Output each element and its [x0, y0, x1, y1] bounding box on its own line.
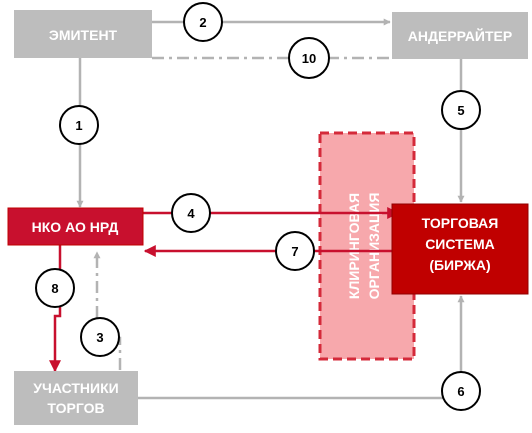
step-circle-4: 4 — [171, 193, 211, 233]
issuer-label: ЭМИТЕНТ — [49, 27, 118, 43]
underwriter-box — [392, 12, 528, 59]
issuer-box — [14, 10, 152, 58]
step-circle-3: 3 — [80, 317, 120, 357]
step-number-8: 8 — [51, 281, 58, 296]
step-number-7: 7 — [291, 244, 298, 259]
underwriter-label: АНДЕРРАЙТЕР — [408, 27, 512, 44]
step-number-1: 1 — [75, 118, 82, 133]
step-number-2: 2 — [199, 15, 206, 30]
step-circle-1: 1 — [59, 105, 99, 145]
step-circle-6: 6 — [441, 371, 481, 411]
clearing-organization-label: КЛИРИНГОВАЯ — [346, 193, 362, 299]
step-circle-10: 10 — [288, 37, 330, 79]
step-number-3: 3 — [96, 330, 103, 345]
step-circle-5: 5 — [441, 90, 481, 130]
step-circle-2: 2 — [183, 2, 223, 42]
step-circle-7: 7 — [275, 231, 315, 271]
participants-label-line-1: УЧАСТНИКИ — [33, 380, 118, 396]
step-circle-8: 8 — [35, 268, 75, 308]
clearing-organization-label-2: ОРГАНИЗАЦИЯ — [366, 193, 382, 300]
step-number-5: 5 — [457, 103, 464, 118]
exchange-box — [391, 203, 529, 295]
exchange-label-line-1: ТОРГОВАЯ — [422, 215, 499, 231]
step-number-10: 10 — [302, 51, 316, 66]
exchange-label-line-3: (БИРЖА) — [429, 257, 490, 273]
participants-label-line-2: ТОРГОВ — [47, 400, 104, 416]
exchange-label-line-2: СИСТЕМА — [425, 236, 495, 252]
step-number-4: 4 — [187, 206, 195, 221]
step-number-6: 6 — [457, 384, 464, 399]
nrd-box — [7, 207, 144, 246]
nrd-label: НКО АО НРД — [32, 219, 119, 235]
participants-box — [14, 371, 138, 425]
